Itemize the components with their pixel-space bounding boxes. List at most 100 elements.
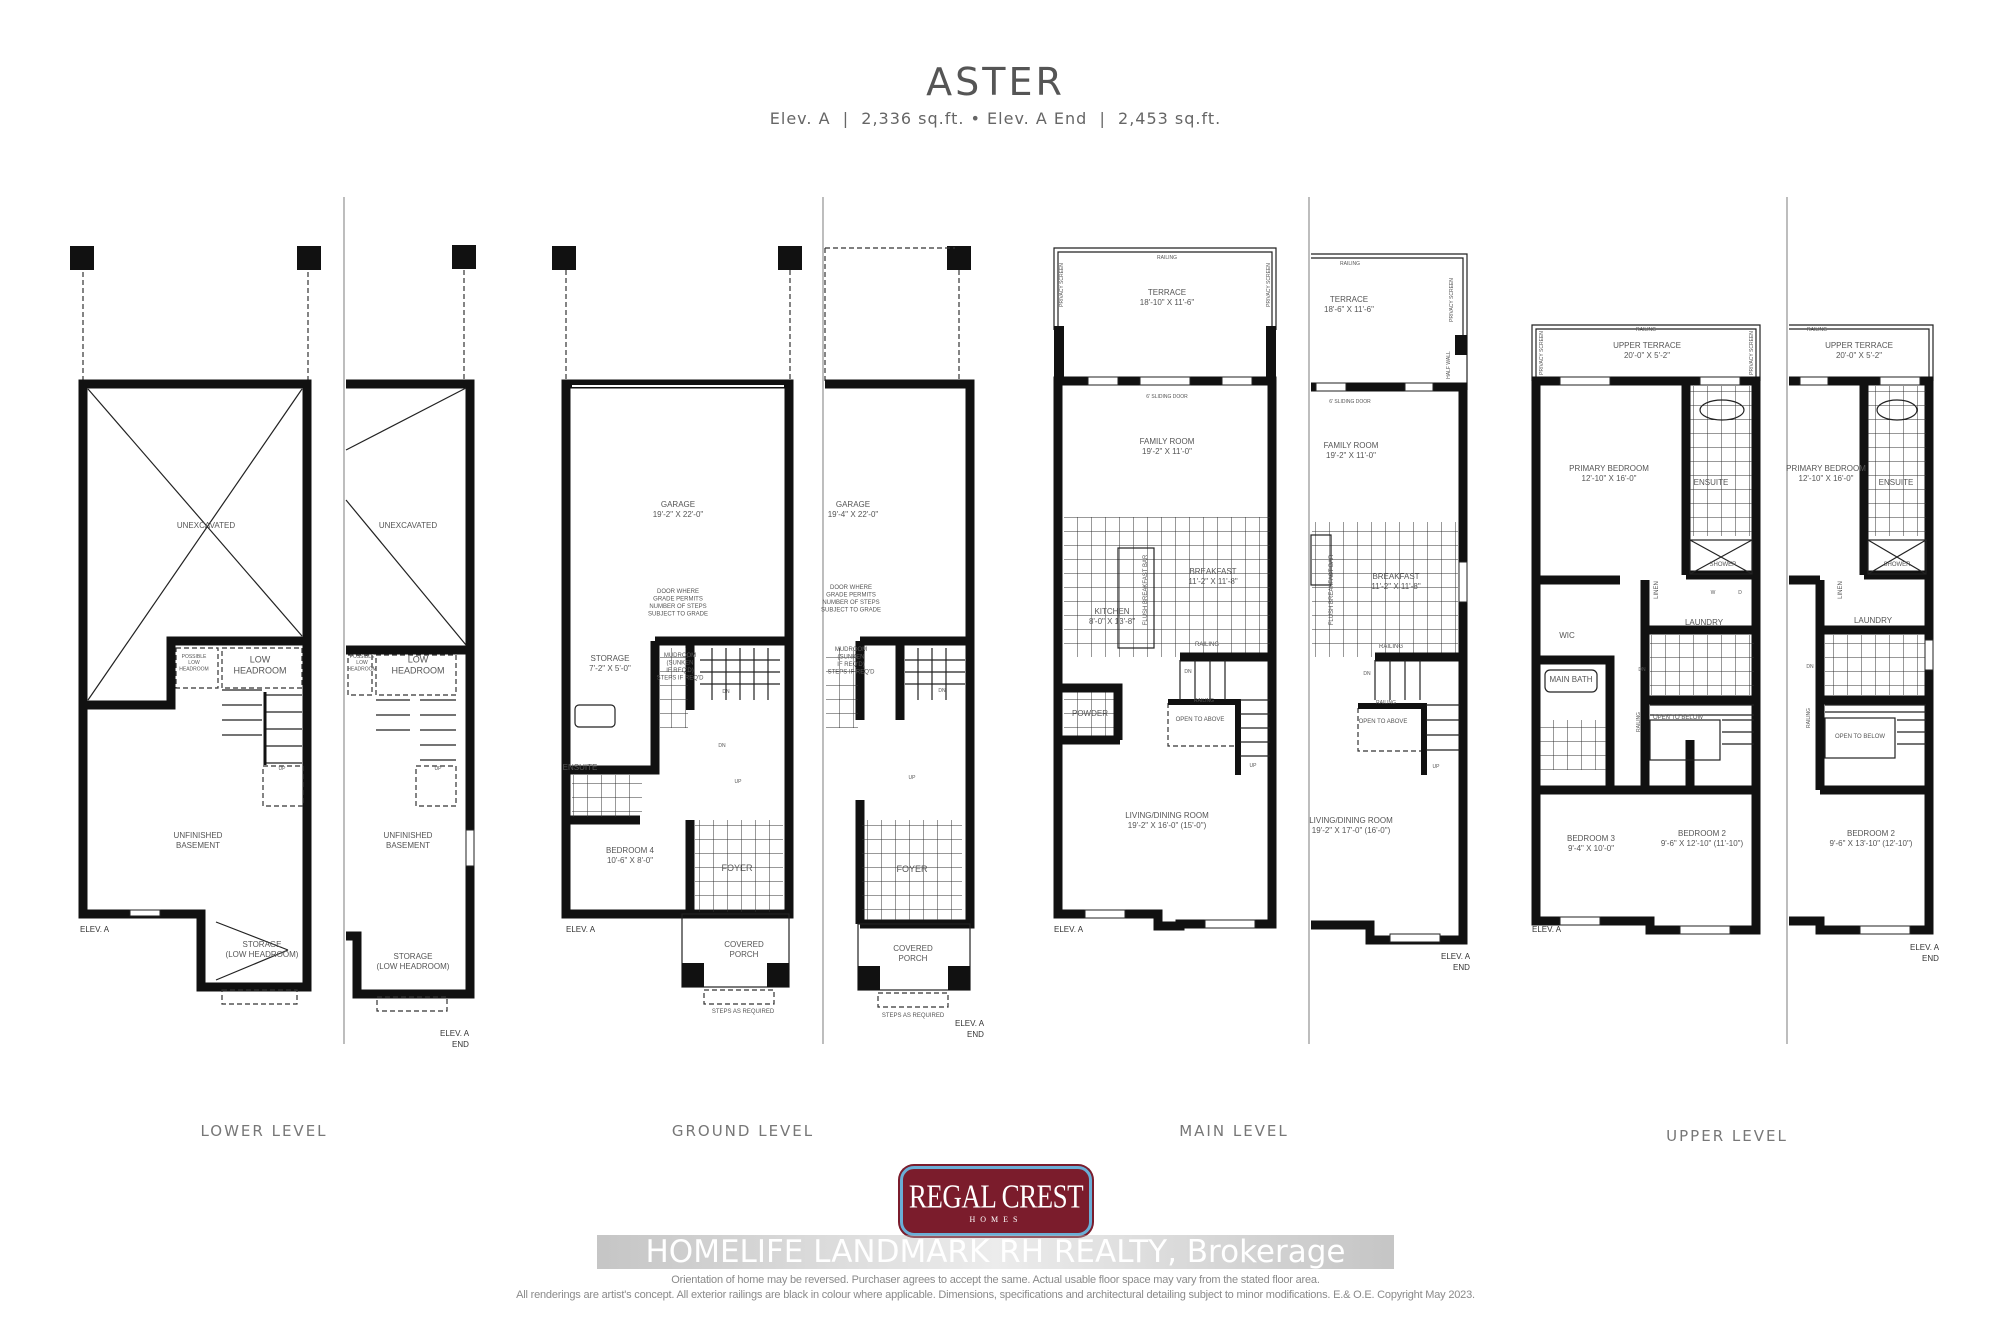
room-label: RAILING xyxy=(1806,708,1812,728)
room-label: OPEN TO BELOW xyxy=(1835,734,1885,740)
room-label-line: W xyxy=(1711,590,1716,596)
room-label: DN xyxy=(1363,671,1371,677)
room-label: OPEN TO BELOW xyxy=(1653,715,1703,721)
room-label-line: 9'-6" X 12'-10" (11'-10") xyxy=(1661,839,1744,848)
floor-plan-upper-elev-a-end xyxy=(1789,324,1934,935)
room-label: PRIVACY SCREEN xyxy=(1749,331,1755,375)
room-label-line: 19'-2" X 16'-0" (15'-0") xyxy=(1128,821,1207,830)
room-label-line: RAILING xyxy=(1194,698,1214,704)
room-label-line: STEPS IF REQ'D xyxy=(657,675,704,681)
room-label-line: RAILING xyxy=(1636,712,1642,732)
floor-plan-lower-elev-a-end xyxy=(345,245,476,1012)
room-label-line: BEDROOM 3 xyxy=(1567,834,1616,843)
room-label: FLUSH BREAKFAST BAR xyxy=(1329,554,1335,625)
room-label-line: LOW xyxy=(356,660,368,666)
room-label: RAILING xyxy=(1636,327,1656,333)
room-label-line: PORCH xyxy=(730,950,759,959)
elevation-label-line: ELEV. A xyxy=(440,1029,470,1038)
room-label-line: GARAGE xyxy=(836,500,870,509)
room-label-line: SUBJECT TO GRADE xyxy=(821,607,881,613)
room-label-line: ENSUITE xyxy=(1879,478,1914,487)
room-label-line: GARAGE xyxy=(661,500,695,509)
elevation-label-line: END xyxy=(1922,954,1939,963)
room-label-line: 9'-4" X 10'-0" xyxy=(1568,844,1614,853)
elevation-label: ELEV. A xyxy=(80,925,110,934)
room-label: STORAGE(LOW HEADROOM) xyxy=(226,940,299,959)
room-label-line: DN xyxy=(1184,669,1192,675)
room-label-line: TERRACE xyxy=(1148,288,1186,297)
logo-sub: HOMES xyxy=(969,1215,1023,1224)
room-label-line: LINEN xyxy=(1654,581,1660,599)
room-label-line: DN xyxy=(938,688,946,694)
room-label-line: STORAGE xyxy=(243,940,282,949)
elevation-label: ELEV. A xyxy=(1054,925,1084,934)
room-label: PRIVACY SCREEN xyxy=(1539,331,1545,375)
room-label-line: LAUNDRY xyxy=(1854,616,1893,625)
room-label-line: 12'-10" X 16'-0" xyxy=(1799,474,1854,483)
room-label-line: UNFINISHED xyxy=(384,831,433,840)
room-label: UNEXCAVATED xyxy=(177,521,235,530)
room-label: LINEN xyxy=(1838,581,1844,599)
room-label: PRIVACY SCREEN xyxy=(1266,263,1272,307)
room-label-line: PRIMARY BEDROOM xyxy=(1569,464,1649,473)
room-label: POWDER xyxy=(1072,709,1108,718)
room-label: 6' SLIDING DOOR xyxy=(1329,399,1371,405)
floor-plan-main-elev-a-end xyxy=(1310,253,1468,945)
room-label: WIC xyxy=(1559,631,1575,640)
elevation-label-line: ELEV. A xyxy=(1532,925,1562,934)
room-label: D xyxy=(1738,590,1742,596)
room-label-line: 8'-0" X 13'-8" xyxy=(1089,617,1135,626)
room-label-line: LOW xyxy=(408,654,429,664)
room-label-line: 19'-2" X 22'-0" xyxy=(653,510,704,519)
floor-plan-ground-elev-a-end xyxy=(824,246,975,1008)
room-label-line: (SUNKEN xyxy=(666,660,693,666)
room-label: UP xyxy=(735,779,743,785)
room-label-line: UP xyxy=(1250,763,1258,769)
room-label-line: HEADROOM xyxy=(347,666,376,672)
room-label-line: HALF WALL xyxy=(1446,351,1452,379)
logo-name: REGAL CREST xyxy=(908,1177,1084,1215)
room-label: STEPS AS REQUIRED xyxy=(882,1013,945,1019)
room-label: RAILING xyxy=(1157,255,1177,261)
room-label: 6' SLIDING DOOR xyxy=(1146,394,1188,400)
room-label-line: FAMILY ROOM xyxy=(1140,437,1195,446)
room-label-line: COVERED xyxy=(724,940,764,949)
room-label: LAUNDRY xyxy=(1854,616,1893,625)
room-label: ENSUITE xyxy=(1879,478,1914,487)
room-label-line: HEADROOM xyxy=(179,666,208,672)
room-label-line: FLUSH BREAKFAST BAR xyxy=(1329,554,1335,625)
room-label-line: RAILING xyxy=(1340,261,1360,267)
room-label-line: COVERED xyxy=(893,944,933,953)
elevation-label-line: END xyxy=(967,1030,984,1039)
room-label-line: 6' SLIDING DOOR xyxy=(1329,399,1371,405)
room-label: STEPS AS REQUIRED xyxy=(712,1009,775,1015)
disclaimer-line-1: Orientation of home may be reversed. Pur… xyxy=(671,1274,1320,1286)
room-label-line: UP xyxy=(279,766,287,772)
room-label-line: RAILING xyxy=(1636,327,1656,333)
room-label: RAILING xyxy=(1807,327,1827,333)
room-label: FOYER xyxy=(721,863,753,873)
elevation-label-line: END xyxy=(1453,963,1470,972)
room-label: RAILING xyxy=(1195,642,1219,648)
room-label: RAILING xyxy=(1636,712,1642,732)
elevation-label-line: END xyxy=(452,1040,469,1049)
room-label-line: PRIVACY SCREEN xyxy=(1539,331,1545,375)
room-label: DN xyxy=(1184,669,1192,675)
